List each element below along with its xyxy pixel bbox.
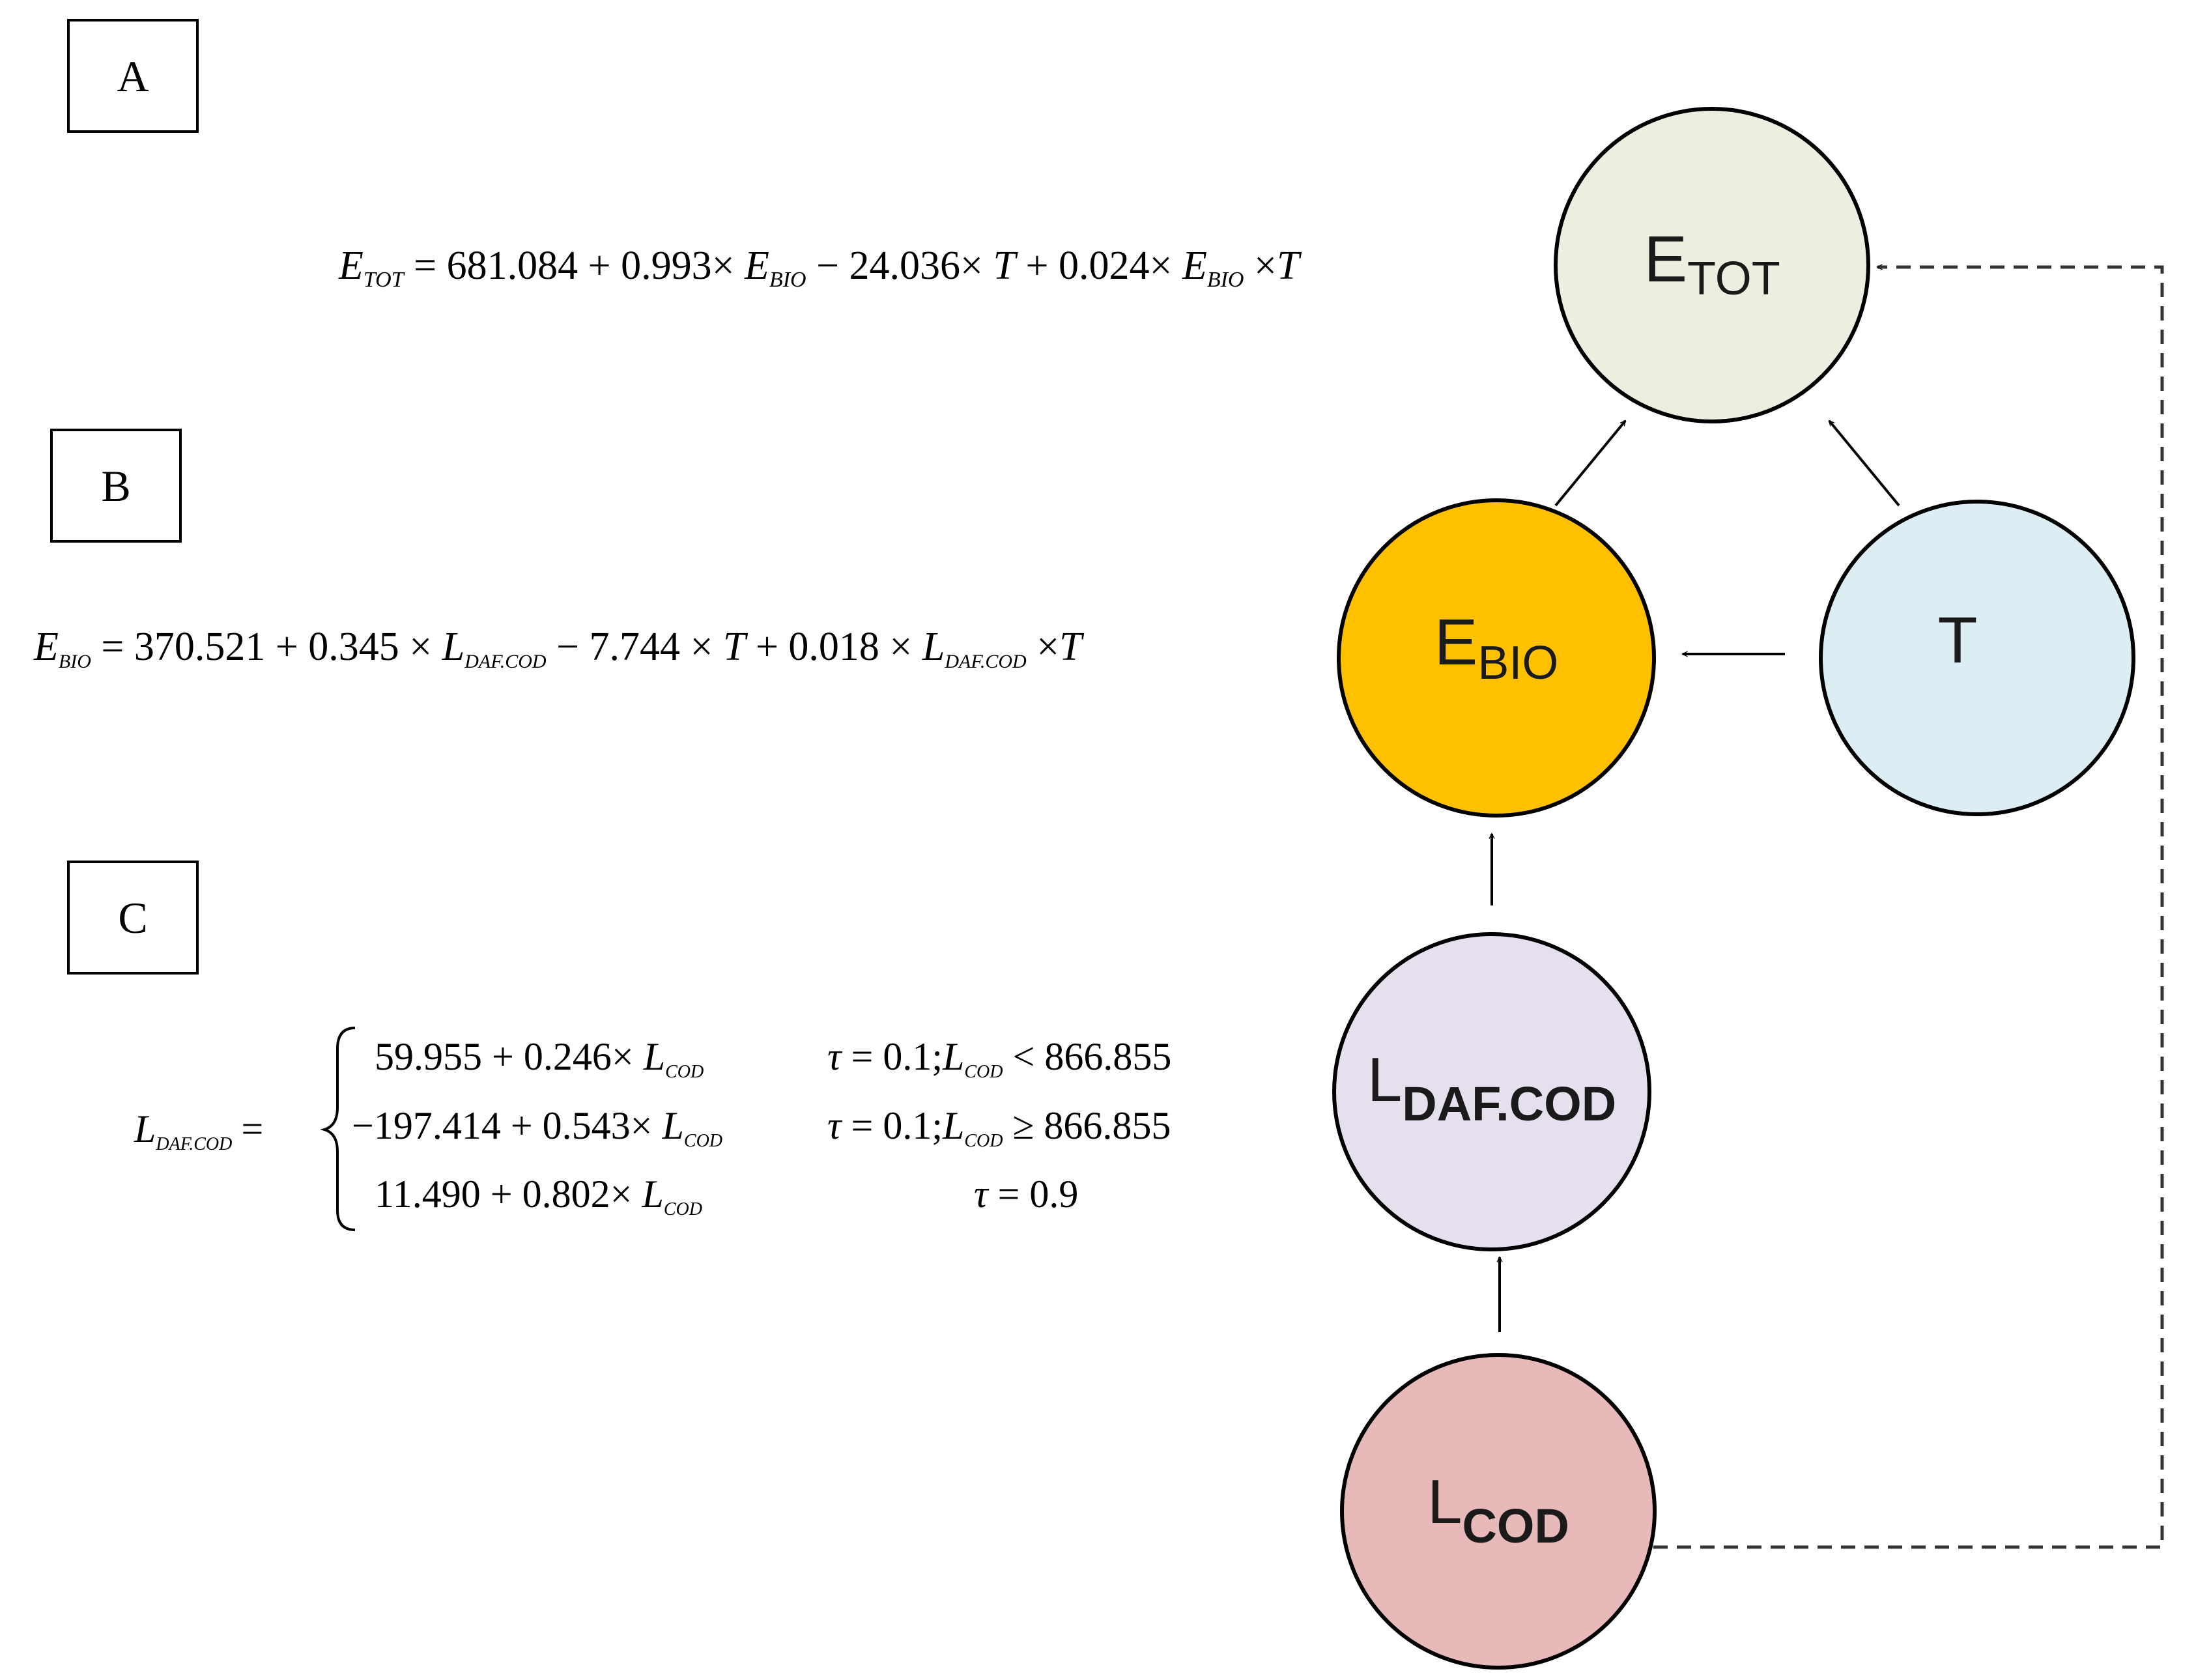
equation-c-row-1-expr: 59.955 + 0.246× LCOD bbox=[375, 1035, 704, 1082]
equation-a: ETOT = 681.084 + 0.993× EBIO − 24.036× T… bbox=[338, 244, 1302, 292]
equation-c-row-2-expr: −197.414 + 0.543× LCOD bbox=[352, 1104, 722, 1151]
node-e-bio: EBIO bbox=[1337, 498, 1656, 818]
node-l-cod: LCOD bbox=[1340, 1353, 1657, 1670]
node-e-tot: ETOT bbox=[1554, 107, 1870, 423]
svg-text:LDAF.COD: LDAF.COD bbox=[1367, 1045, 1616, 1131]
svg-text:EBIO: EBIO bbox=[1434, 606, 1559, 689]
svg-text:ETOT: ETOT bbox=[1644, 223, 1780, 305]
equation-c-row-1-cond: τ = 0.1;LCOD < 866.855 bbox=[827, 1035, 1171, 1082]
panel-label-b: B bbox=[50, 429, 182, 543]
panel-label-a: A bbox=[67, 19, 199, 133]
svg-text:B: B bbox=[101, 461, 130, 511]
dashed-connector-lcod-to-etot bbox=[1653, 267, 2164, 1549]
arrow-ebio-to-etot bbox=[1554, 421, 1627, 507]
svg-text:C: C bbox=[118, 893, 147, 943]
svg-text:A: A bbox=[117, 51, 149, 101]
node-t: T bbox=[1819, 500, 2135, 816]
equation-c: LDAF.COD= 59.955 + 0.246× LCOD τ = 0.1;L… bbox=[134, 1027, 1171, 1231]
svg-text:LCOD: LCOD bbox=[1427, 1467, 1569, 1553]
node-l-daf-cod: LDAF.COD bbox=[1332, 932, 1651, 1251]
equation-c-lhs: LDAF.COD= bbox=[134, 1107, 263, 1154]
arrow-t-to-etot bbox=[1828, 421, 1900, 507]
equation-c-row-3-expr: 11.490 + 0.802× LCOD bbox=[375, 1173, 702, 1219]
equation-b: EBIO = 370.521 + 0.345 × LDAF.COD − 7.74… bbox=[33, 625, 1085, 672]
panel-label-c: C bbox=[67, 861, 199, 975]
svg-text:T: T bbox=[1937, 604, 1977, 677]
equation-c-row-2-cond: τ = 0.1;LCOD ≥ 866.855 bbox=[827, 1104, 1171, 1151]
equation-c-row-3-cond: τ = 0.9 bbox=[974, 1173, 1078, 1216]
piecewise-brace bbox=[320, 1027, 356, 1231]
